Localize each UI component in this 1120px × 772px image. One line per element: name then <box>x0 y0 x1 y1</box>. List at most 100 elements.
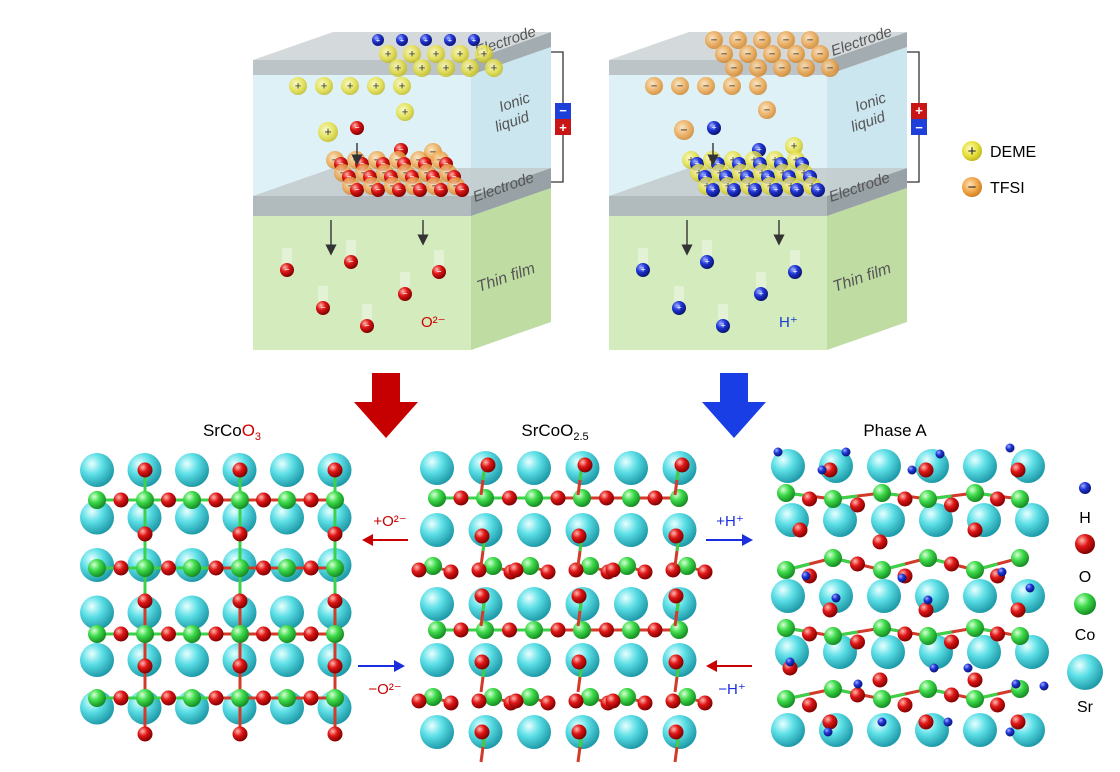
svg-text:+: + <box>694 159 699 169</box>
svg-text:−: − <box>409 172 414 182</box>
cobalt-atom <box>777 619 795 637</box>
oxygen-atom <box>256 560 271 576</box>
oxygen-atom <box>411 562 427 578</box>
svg-text:−: − <box>402 289 407 299</box>
cobalt-atom <box>88 491 106 509</box>
oxygen-atom <box>668 588 684 604</box>
oxygen-legend-label: O <box>1079 569 1091 586</box>
svg-text:−: − <box>338 159 343 169</box>
strontium-atom <box>963 713 997 747</box>
svg-text:−: − <box>398 145 403 155</box>
thin-film-side <box>471 188 551 350</box>
transition-remove-proton-label: −H⁺ <box>718 681 746 698</box>
bottom-electrode-top <box>253 168 551 196</box>
strontium-atom <box>420 643 454 677</box>
oxygen-atom <box>897 697 913 713</box>
svg-text:+: + <box>640 265 645 275</box>
cobalt-atom <box>88 559 106 577</box>
proton-ion: + <box>716 319 730 333</box>
svg-text:−: − <box>459 185 464 195</box>
strontium-atom <box>420 513 454 547</box>
proton-ion: + <box>754 287 768 301</box>
proton-ion: + <box>420 34 432 46</box>
oxygen-atom <box>944 497 959 513</box>
tfsi-ion: − <box>715 45 733 63</box>
svg-text:−: − <box>380 159 385 169</box>
svg-text:−: − <box>348 257 353 267</box>
svg-text:+: + <box>758 289 763 299</box>
strontium-atom <box>80 453 114 487</box>
oxygen-ion: − <box>350 183 364 197</box>
cobalt-atom <box>136 559 154 577</box>
oxygen-atom <box>540 695 556 711</box>
cobalt-atom <box>824 680 842 698</box>
bottom-electrode-side <box>471 168 551 216</box>
svg-text:+: + <box>481 48 488 60</box>
svg-text:−: − <box>680 123 687 137</box>
ion-trail <box>718 304 728 322</box>
proton-ion: + <box>769 183 783 197</box>
svg-text:+: + <box>409 48 416 60</box>
ion-type-label: O²⁻ <box>421 314 446 331</box>
cobalt-atom <box>618 688 636 706</box>
oxygen-atom <box>944 556 959 572</box>
cobalt-atom <box>525 621 543 639</box>
oxygen-atom <box>568 562 584 578</box>
svg-text:+: + <box>443 62 450 74</box>
cobalt-atom <box>966 690 984 708</box>
oxygen-atom <box>918 462 934 478</box>
deme-ion: + <box>393 77 411 95</box>
oxygen-atom <box>471 693 487 709</box>
cobalt-atom <box>670 489 688 507</box>
oxygen-big-arrow <box>354 373 418 438</box>
oxygen-atom <box>113 626 129 642</box>
transition-add-oxygen-label: +O²⁻ <box>373 513 406 530</box>
oxygen-atom <box>822 714 838 730</box>
oxygen-atom <box>599 622 614 638</box>
oxygen-atom <box>792 522 808 538</box>
strontium-legend-label: Sr <box>1077 699 1094 716</box>
bottom-electrode-side <box>827 168 907 216</box>
oxygen-ion: − <box>371 183 385 197</box>
oxygen-atom <box>113 690 129 706</box>
strontium-atom <box>771 713 805 747</box>
cobalt-atom <box>231 689 249 707</box>
oxygen-ion: − <box>455 183 469 197</box>
proton-ion: + <box>672 301 686 315</box>
cobalt-atom <box>231 491 249 509</box>
oxygen-atom <box>822 462 838 478</box>
hydrogen-atom <box>773 447 783 457</box>
svg-text:+: + <box>424 35 429 44</box>
strontium-atom <box>270 453 304 487</box>
tfsi-ion: − <box>758 101 776 119</box>
tfsi-ion: − <box>773 59 791 77</box>
oxygen-atom <box>577 457 593 473</box>
cobalt-atom <box>873 690 891 708</box>
svg-text:+: + <box>433 48 440 60</box>
strontium-atom <box>614 513 648 547</box>
oxygen-atom <box>850 687 865 703</box>
svg-text:+: + <box>815 185 820 195</box>
hydrogen-atom <box>997 567 1007 577</box>
oxygen-atom <box>508 693 524 709</box>
cobalt-atom <box>777 561 795 579</box>
transition-add-proton: +H⁺ <box>706 513 753 546</box>
lattice-srcoo3 <box>80 453 352 742</box>
strontium-atom <box>775 635 809 669</box>
transition-remove-proton: −H⁺ <box>706 660 752 698</box>
ion-type-label: H⁺ <box>779 314 798 331</box>
svg-text:−: − <box>364 321 369 331</box>
oxygen-atom <box>944 687 959 703</box>
cobalt-atom <box>231 559 249 577</box>
svg-text:+: + <box>402 106 409 118</box>
hydrogen-atom <box>785 657 795 667</box>
cobalt-atom <box>476 489 494 507</box>
tfsi-sign: − <box>968 179 977 196</box>
deme-sign: + <box>968 143 977 160</box>
hydrogen-atom <box>841 447 851 457</box>
oxygen-atom <box>967 672 983 688</box>
strontium-atom <box>867 579 901 613</box>
oxygen-atom <box>665 562 681 578</box>
cobalt-atom <box>136 491 154 509</box>
